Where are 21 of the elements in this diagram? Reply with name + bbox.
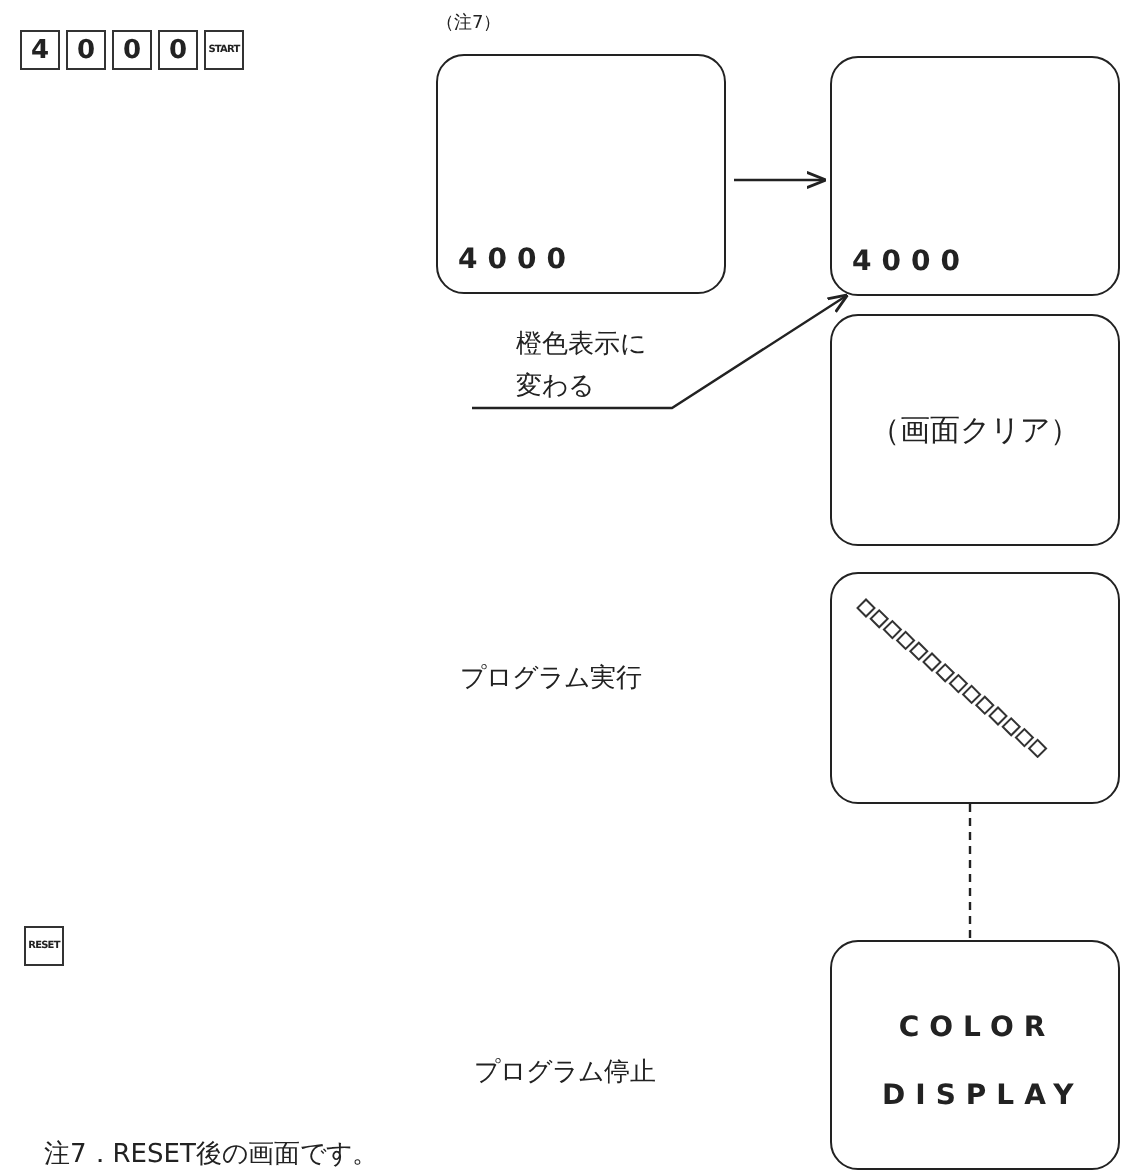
dashed-line bbox=[968, 804, 972, 940]
screen-text: （画面クリア） bbox=[868, 412, 1082, 450]
screen-text: COLOR DISPLAY bbox=[882, 1010, 1072, 1116]
key-button: 0 bbox=[158, 30, 198, 70]
step-label: プログラム停止 bbox=[474, 1056, 656, 1090]
screen-box bbox=[830, 56, 1120, 296]
leader-line bbox=[472, 293, 850, 410]
screen-text: 4000 bbox=[852, 246, 970, 278]
screen-text: 4000 bbox=[458, 244, 576, 276]
step-label: プログラム実行 bbox=[460, 662, 642, 696]
note-mark: （注7） bbox=[436, 11, 502, 36]
key-button: 4 bbox=[20, 30, 60, 70]
key-button: 0 bbox=[112, 30, 152, 70]
arrow bbox=[734, 170, 828, 190]
screen-box bbox=[830, 572, 1120, 804]
screen-box bbox=[830, 940, 1120, 1170]
screen-box bbox=[436, 54, 726, 294]
screen-box bbox=[830, 314, 1120, 546]
key-button: 0 bbox=[66, 30, 106, 70]
footnote: 注7．RESET後の画面です。 bbox=[44, 1138, 378, 1172]
note-text: 橙色表示に変わる bbox=[516, 328, 648, 406]
